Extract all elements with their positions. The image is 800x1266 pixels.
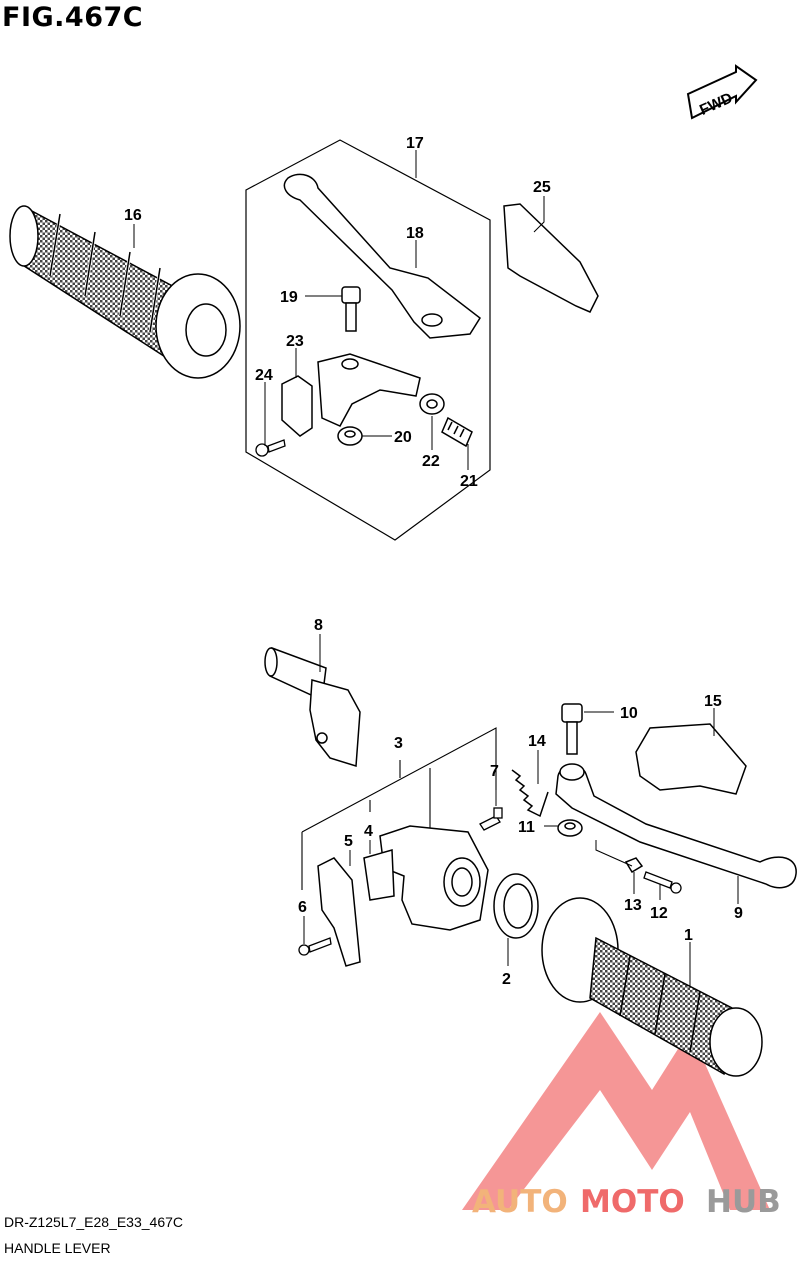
watermark-hub: HUB (706, 1184, 781, 1220)
callout-14: 14 (528, 733, 546, 750)
leader-lines (133, 150, 739, 988)
callout-23: 23 (286, 333, 304, 350)
callout-19: 19 (280, 289, 298, 306)
group-lines-3 (301, 727, 497, 890)
nut-11 (557, 819, 583, 837)
callout-5: 5 (344, 833, 353, 850)
callout-3: 3 (394, 735, 403, 752)
lever-8 (264, 646, 361, 767)
callout-22: 22 (422, 453, 440, 470)
callout-25: 25 (533, 179, 551, 196)
spring-14 (511, 769, 549, 818)
screw-24 (255, 439, 286, 457)
callout-18: 18 (406, 225, 424, 242)
ring-2 (493, 873, 539, 939)
clamp-23 (281, 375, 313, 437)
callout-11: 11 (518, 819, 535, 836)
callout-20: 20 (394, 429, 412, 446)
cover-25 (503, 203, 599, 313)
callout-numbers: 16 17 18 19 23 24 20 22 21 25 8 3 10 15 … (124, 135, 743, 988)
brake-lever-9 (555, 763, 797, 889)
callout-2: 2 (502, 971, 511, 988)
lever-bracket (317, 353, 421, 427)
watermark-auto: AUTO (472, 1184, 568, 1220)
figure-code: DR-Z125L7_E28_E33_467C (4, 1214, 184, 1230)
callout-4: 4 (364, 823, 373, 840)
callout-1: 1 (684, 927, 693, 944)
bolt-19 (341, 286, 361, 332)
callout-8: 8 (314, 617, 323, 634)
clutch-lever (283, 173, 481, 339)
fwd-arrow-icon: FWD (686, 64, 758, 120)
callout-9: 9 (734, 905, 743, 922)
callout-7: 7 (490, 763, 499, 780)
grip-right (541, 897, 763, 1077)
callout-15: 15 (704, 693, 722, 710)
callout-17: 17 (406, 135, 424, 152)
callout-12: 12 (650, 905, 668, 922)
nut-13 (624, 857, 644, 874)
plate-5 (317, 857, 361, 967)
screw-6 (298, 937, 332, 956)
figure-name: HANDLE LEVER (4, 1240, 111, 1256)
nut-20 (337, 426, 363, 446)
screw-12 (643, 871, 682, 894)
locknut-22 (419, 393, 445, 415)
callout-6: 6 (298, 899, 307, 916)
watermark-text: AUTO MOTO HUB (472, 1184, 781, 1220)
watermark-logo-icon (462, 1012, 770, 1210)
cover-15 (635, 723, 747, 795)
callout-21: 21 (460, 473, 478, 490)
group-box-17 (245, 139, 491, 541)
callout-16: 16 (124, 207, 142, 224)
callout-24: 24 (255, 367, 273, 384)
callout-13: 13 (624, 897, 642, 914)
callout-10: 10 (620, 705, 638, 722)
watermark-moto: MOTO (580, 1184, 685, 1220)
adjuster-21 (441, 416, 473, 448)
housing-4 (363, 825, 489, 931)
figure-title: FIG.467C (2, 2, 144, 33)
screw-7 (479, 807, 503, 831)
grip-left (9, 205, 241, 379)
bolt-10 (561, 703, 583, 755)
